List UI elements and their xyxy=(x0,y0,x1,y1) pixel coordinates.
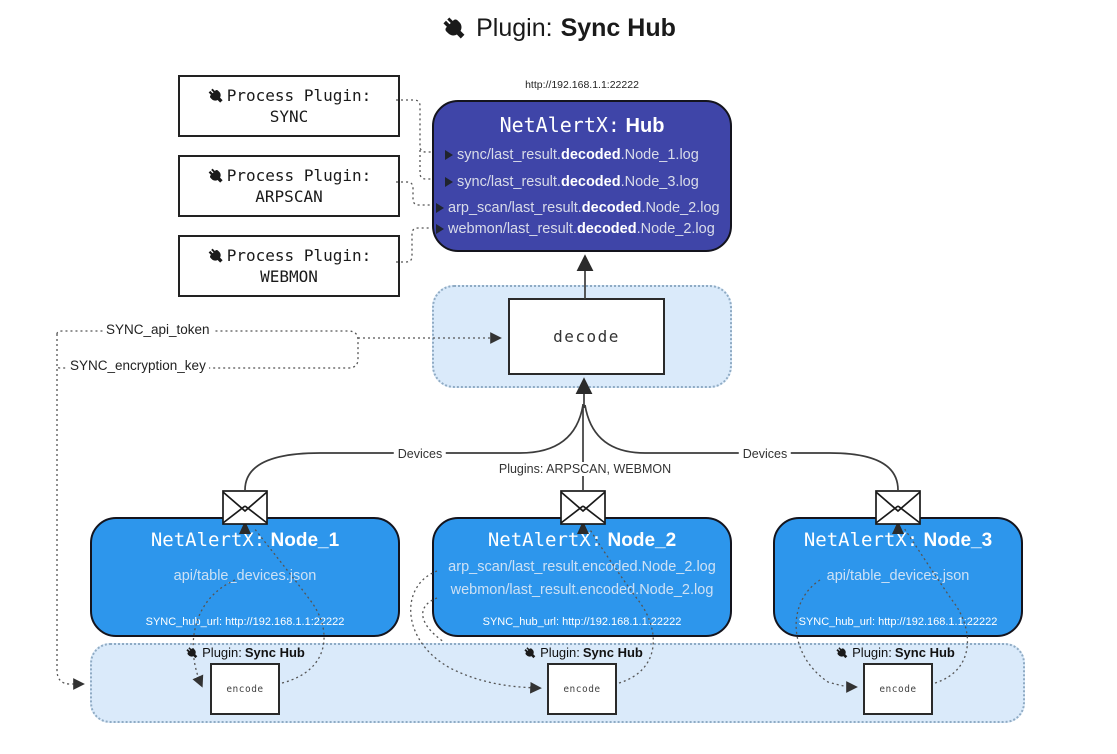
node-1-box: NetAlertX: Node_1 api/table_devices.json… xyxy=(90,517,400,637)
encode-box-3: encode xyxy=(863,663,933,715)
hub-log-lines: sync/last_result.decoded.Node_1.log sync… xyxy=(434,144,730,239)
hub-url: http://192.168.1.1:22222 xyxy=(525,79,639,91)
process-plugin-label: Process Plugin: xyxy=(226,166,372,185)
node-file: arp_scan/last_result.encoded.Node_2.log xyxy=(448,559,716,575)
sync-encryption-key-label: SYNC_encryption_key xyxy=(67,358,209,373)
process-plugin-webmon: Process Plugin: WEBMON xyxy=(178,235,400,297)
arrow-right-icon xyxy=(436,202,444,213)
process-plugin-name: WEBMON xyxy=(260,267,318,286)
node-title: NetAlertX: Node_2 xyxy=(487,529,677,551)
hub-title: NetAlertX: Hub xyxy=(499,113,665,137)
arrow-right-icon xyxy=(445,150,453,160)
process-plugin-sync: Process Plugin: SYNC xyxy=(178,75,400,137)
hub-log-line: webmon/last_result.decoded.Node_2.log xyxy=(434,218,730,239)
plug-icon xyxy=(208,248,223,263)
settings-to-encode-panel xyxy=(56,334,85,690)
plugins-label-mid: Plugins: ARPSCAN, WEBMON xyxy=(494,462,676,476)
page-title: Plugin: Sync Hub xyxy=(0,14,1117,43)
plug-icon xyxy=(186,646,198,658)
node-files: arp_scan/last_result.encoded.Node_2.log … xyxy=(434,559,730,598)
sync-to-hub-line2 xyxy=(419,150,431,180)
node-hub-url: SYNC_hub_url: http://192.168.1.1:22222 xyxy=(145,616,345,628)
node-files: api/table_devices.json xyxy=(775,568,1021,584)
arrow-right-icon xyxy=(445,177,453,187)
hub-log-line: sync/last_result.decoded.Node_3.log xyxy=(434,171,730,193)
node-title: NetAlertX: Node_3 xyxy=(803,529,993,551)
encode-box-1: encode xyxy=(210,663,280,715)
encode-plugin-label: Plugin: Sync Hub xyxy=(185,645,305,660)
plug-icon xyxy=(443,17,465,39)
process-plugin-label: Process Plugin: xyxy=(226,86,372,105)
encode-plugin-label: Plugin: Sync Hub xyxy=(523,645,643,660)
devices-label-left: Devices xyxy=(393,447,447,461)
sync-to-hub-line1 xyxy=(396,99,431,153)
webmon-to-hub-line xyxy=(396,227,431,263)
node-files: api/table_devices.json xyxy=(92,568,398,584)
process-plugin-arpscan: Process Plugin: ARPSCAN xyxy=(178,155,400,217)
hub-box: NetAlertX: Hub sync/last_result.decoded.… xyxy=(432,100,732,252)
hub-log-line: arp_scan/last_result.decoded.Node_2.log xyxy=(434,197,730,218)
plug-icon xyxy=(836,646,848,658)
hub-log-line: sync/last_result.decoded.Node_1.log xyxy=(434,144,730,166)
process-plugin-name: ARPSCAN xyxy=(255,187,323,206)
devices-label-right: Devices xyxy=(738,447,792,461)
process-plugin-name: SYNC xyxy=(269,107,309,126)
node-file: api/table_devices.json xyxy=(173,568,317,584)
node-file: api/table_devices.json xyxy=(826,568,970,584)
title-name: Sync Hub xyxy=(560,14,676,42)
node-2-box: NetAlertX: Node_2 arp_scan/last_result.e… xyxy=(432,517,732,637)
plug-icon xyxy=(524,646,536,658)
node-hub-url: SYNC_hub_url: http://192.168.1.1:22222 xyxy=(482,616,682,628)
sync-api-token-label: SYNC_api_token xyxy=(103,322,213,337)
arrow-right-icon xyxy=(436,223,444,234)
node-3-box: NetAlertX: Node_3 api/table_devices.json… xyxy=(773,517,1023,637)
process-plugin-label: Process Plugin: xyxy=(226,246,372,265)
arpscan-to-hub-line xyxy=(396,181,431,206)
title-label: Plugin: xyxy=(476,14,553,42)
plug-icon xyxy=(208,88,223,103)
node-title: NetAlertX: Node_1 xyxy=(150,529,340,551)
plug-icon xyxy=(208,168,223,183)
node-hub-url: SYNC_hub_url: http://192.168.1.1:22222 xyxy=(798,616,998,628)
node-file: webmon/last_result.encoded.Node_2.log xyxy=(450,582,714,598)
encode-plugin-label: Plugin: Sync Hub xyxy=(835,645,955,660)
decode-box: decode xyxy=(508,298,665,375)
encode-box-2: encode xyxy=(547,663,617,715)
